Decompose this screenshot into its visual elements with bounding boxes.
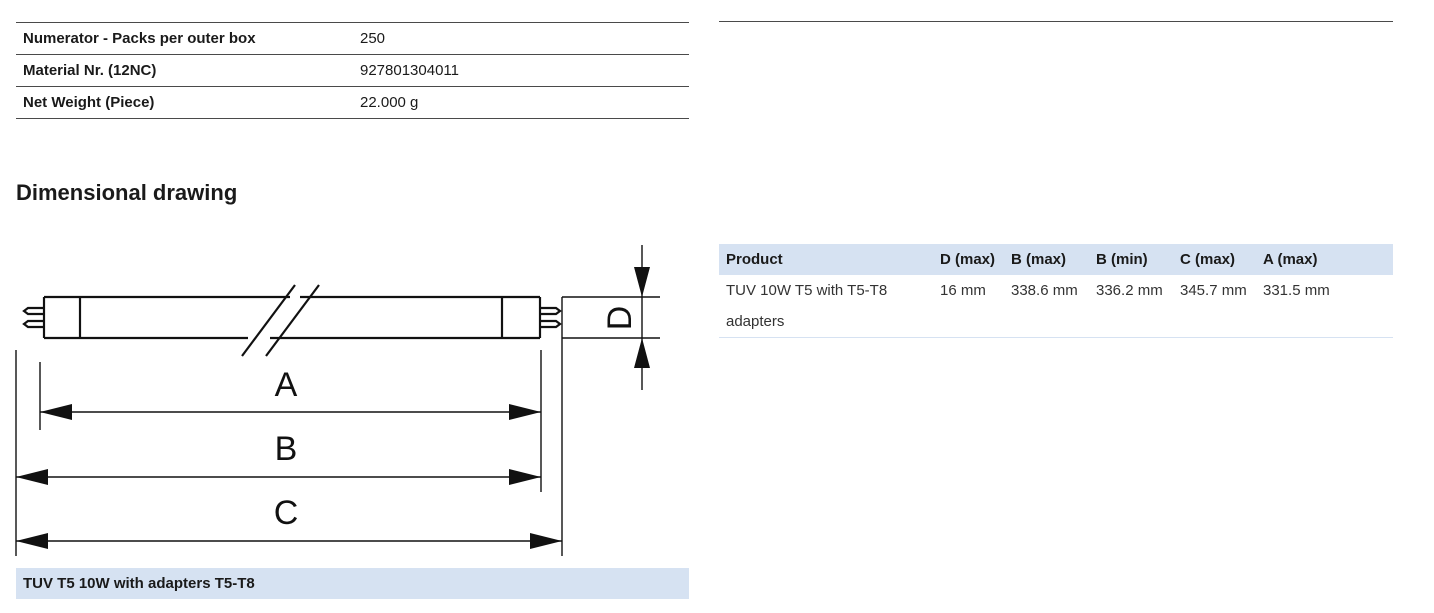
lamp-pins <box>22 306 562 329</box>
column-header: A (max) <box>1256 244 1393 275</box>
spec-row-material: Material Nr. (12NC) 927801304011 <box>16 55 689 87</box>
d-max-cell: 16 mm <box>940 282 986 299</box>
lamp-tube <box>42 284 542 357</box>
spec-key: Net Weight (Piece) <box>23 94 155 111</box>
dimensional-drawing: A B C D <box>15 245 660 556</box>
a-max-cell: 331.5 mm <box>1263 282 1330 299</box>
table-row: TUV 10W T5 with T5-T8 adapters 16 mm 338… <box>719 275 1393 338</box>
column-header: B (min) <box>1089 244 1173 275</box>
b-min-cell: 336.2 mm <box>1096 282 1163 299</box>
spec-row-weight: Net Weight (Piece) 22.000 g <box>16 87 689 119</box>
dimension-label-b: B <box>275 430 298 468</box>
spec-row-packs: Numerator - Packs per outer box 250 <box>16 23 689 55</box>
table-header-row: Product D (max) B (max) B (min) C (max) … <box>719 244 1393 275</box>
dimensions-table: Product D (max) B (max) B (min) C (max) … <box>719 244 1393 338</box>
spec-key: Numerator - Packs per outer box <box>23 30 256 47</box>
column-header: B (max) <box>1004 244 1089 275</box>
extension-lines <box>15 245 660 556</box>
spec-value: 927801304011 <box>360 62 459 79</box>
right-column-divider <box>719 21 1393 22</box>
column-header: Product <box>719 244 933 275</box>
specifications-table: Numerator - Packs per outer box 250 Mate… <box>16 22 689 119</box>
dimension-label-c: C <box>274 494 299 532</box>
dimension-label-a: A <box>275 366 298 404</box>
spec-value: 22.000 g <box>360 94 419 111</box>
spec-value: 250 <box>360 30 386 47</box>
dimension-lines <box>16 267 650 549</box>
b-max-cell: 338.6 mm <box>1011 282 1078 299</box>
c-max-cell: 345.7 mm <box>1180 282 1247 299</box>
product-cell: TUV 10W T5 with T5-T8 adapters <box>719 275 933 338</box>
section-title: Dimensional drawing <box>16 180 238 205</box>
spec-key: Material Nr. (12NC) <box>23 62 157 79</box>
product-name-line: TUV 10W T5 with T5-T8 <box>726 282 888 299</box>
column-header: C (max) <box>1173 244 1256 275</box>
drawing-caption: TUV T5 10W with adapters T5-T8 <box>16 568 689 599</box>
column-header: D (max) <box>933 244 1004 275</box>
product-name-line: adapters <box>726 313 785 330</box>
dimension-label-d: D <box>601 306 639 331</box>
